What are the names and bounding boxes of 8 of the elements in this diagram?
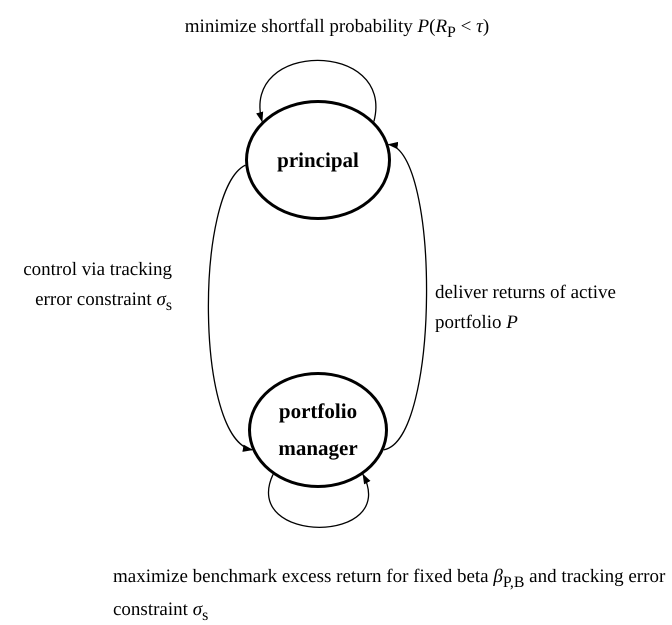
node-label: portfolio manager xyxy=(277,398,359,462)
arrow xyxy=(268,473,370,528)
arrow xyxy=(257,60,376,122)
arrow xyxy=(383,144,428,450)
ellipse-node xyxy=(245,100,391,220)
node-label: principal xyxy=(276,146,360,174)
ellipse-node xyxy=(248,372,388,488)
arrow xyxy=(208,164,254,450)
